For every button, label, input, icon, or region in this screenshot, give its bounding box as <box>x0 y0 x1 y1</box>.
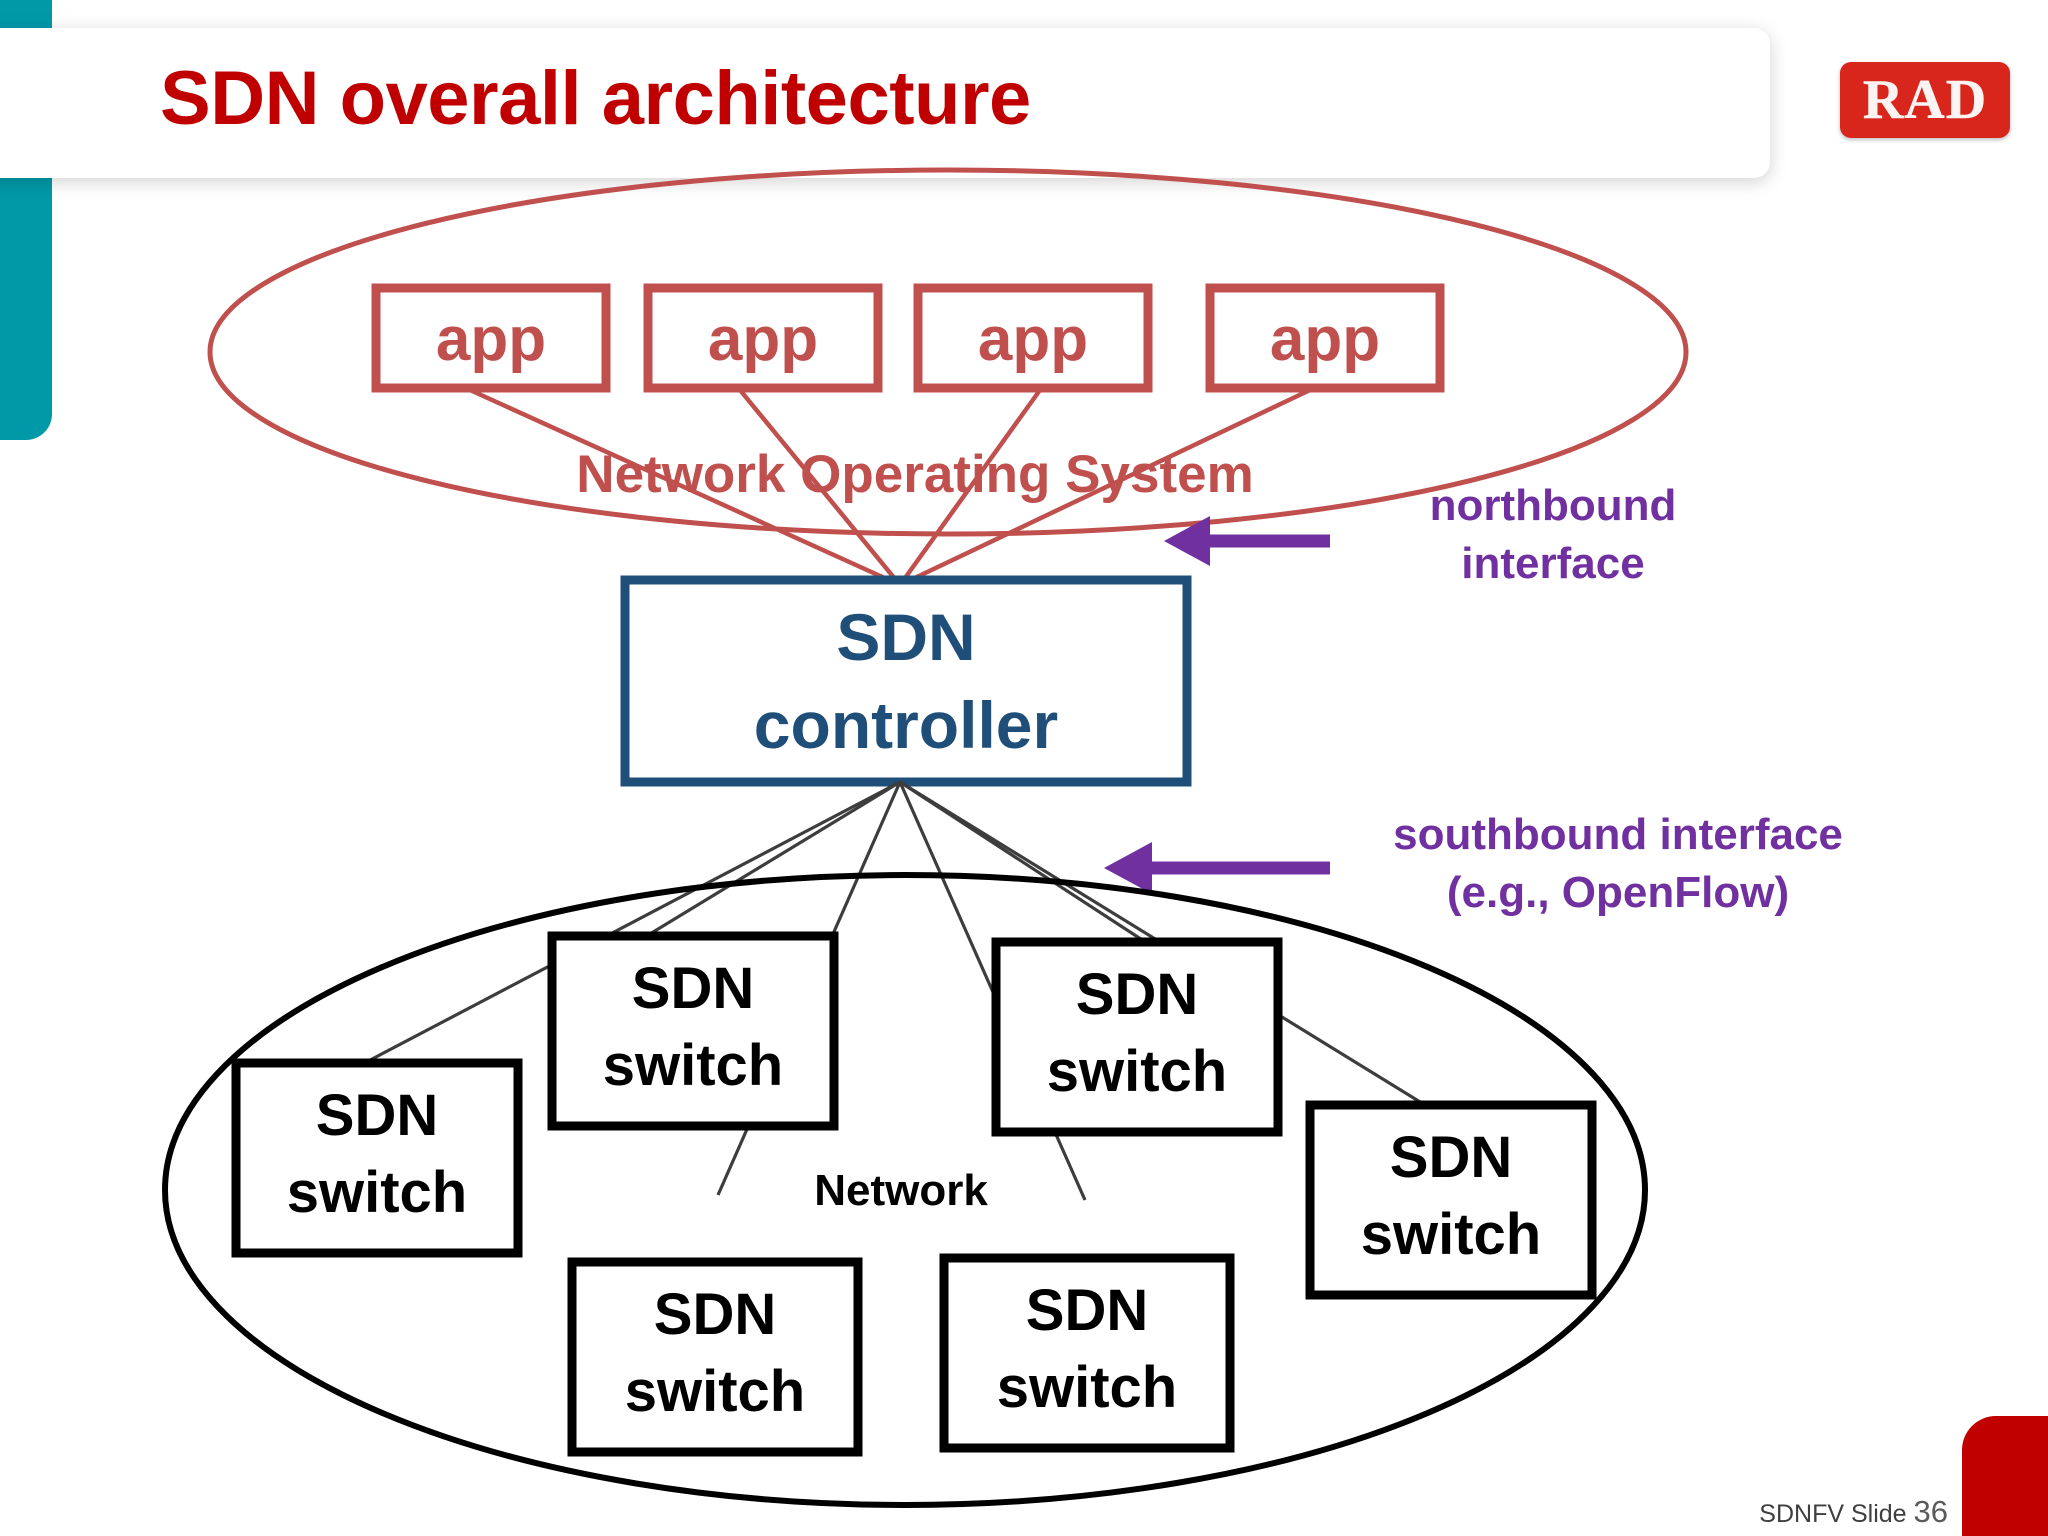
rad-logo-text: RAD <box>1862 69 1988 131</box>
title-plate <box>0 28 1770 178</box>
switch-label-line2: switch <box>287 1160 468 1225</box>
southbound-arrow <box>1104 842 1330 894</box>
app-box[interactable]: app <box>643 283 883 393</box>
switch-label-line2: switch <box>603 1033 784 1098</box>
app-box[interactable]: app <box>371 283 611 393</box>
switch-label-line1: SDN <box>1076 962 1198 1027</box>
app-label: app <box>1270 305 1380 374</box>
sdn-switch-box[interactable]: SDN switch <box>1305 1100 1597 1300</box>
controller-label-line2: controller <box>754 688 1058 762</box>
southbound-label-line1: southbound interface <box>1393 810 1843 859</box>
sdn-switch-box[interactable]: SDN switch <box>567 1257 863 1457</box>
app-box[interactable]: app <box>913 283 1153 393</box>
corner-accent-shape <box>1962 1416 2048 1536</box>
sdn-switch-box[interactable]: SDN switch <box>939 1253 1235 1453</box>
slide-footer: SDNFV Slide 36 <box>1759 1494 1948 1530</box>
network-label: Network <box>814 1166 988 1215</box>
page-title: SDN overall architecture <box>160 56 1031 141</box>
footer-label: SDNFV Slide <box>1759 1500 1907 1528</box>
switch-label-line1: SDN <box>654 1282 776 1347</box>
switch-label-line1: SDN <box>1026 1278 1148 1343</box>
sdn-controller-box[interactable]: SDN controller <box>620 575 1192 787</box>
switch-label-line2: switch <box>1361 1202 1542 1267</box>
northbound-links <box>469 387 1311 588</box>
northbound-label-line2: interface <box>1461 539 1644 588</box>
app-box[interactable]: app <box>1205 283 1445 393</box>
controller-label-line1: SDN <box>836 600 975 674</box>
southbound-label-line2: (e.g., OpenFlow) <box>1447 868 1789 917</box>
app-label: app <box>978 305 1088 374</box>
network-ellipse <box>162 872 1648 1508</box>
switch-label-line1: SDN <box>632 956 754 1021</box>
sdn-switch-box[interactable]: SDN switch <box>991 937 1283 1137</box>
switch-label-line2: switch <box>625 1359 806 1424</box>
switch-label-line1: SDN <box>1390 1125 1512 1190</box>
switch-label-line1: SDN <box>316 1083 438 1148</box>
app-label: app <box>436 305 546 374</box>
slide-number: 36 <box>1913 1494 1948 1529</box>
switch-label-line2: switch <box>997 1355 1178 1420</box>
sdn-switch-box[interactable]: SDN switch <box>547 931 839 1131</box>
network-operating-system-label: Network Operating System <box>576 445 1253 504</box>
northbound-label-line1: northbound <box>1430 481 1677 530</box>
switch-label-line2: switch <box>1047 1039 1228 1104</box>
sdn-switch-box[interactable]: SDN switch <box>231 1058 523 1258</box>
rad-logo: RAD <box>1840 62 2010 138</box>
network-operating-system-ellipse <box>207 167 1689 537</box>
app-label: app <box>708 305 818 374</box>
northbound-arrow <box>1164 516 1330 566</box>
